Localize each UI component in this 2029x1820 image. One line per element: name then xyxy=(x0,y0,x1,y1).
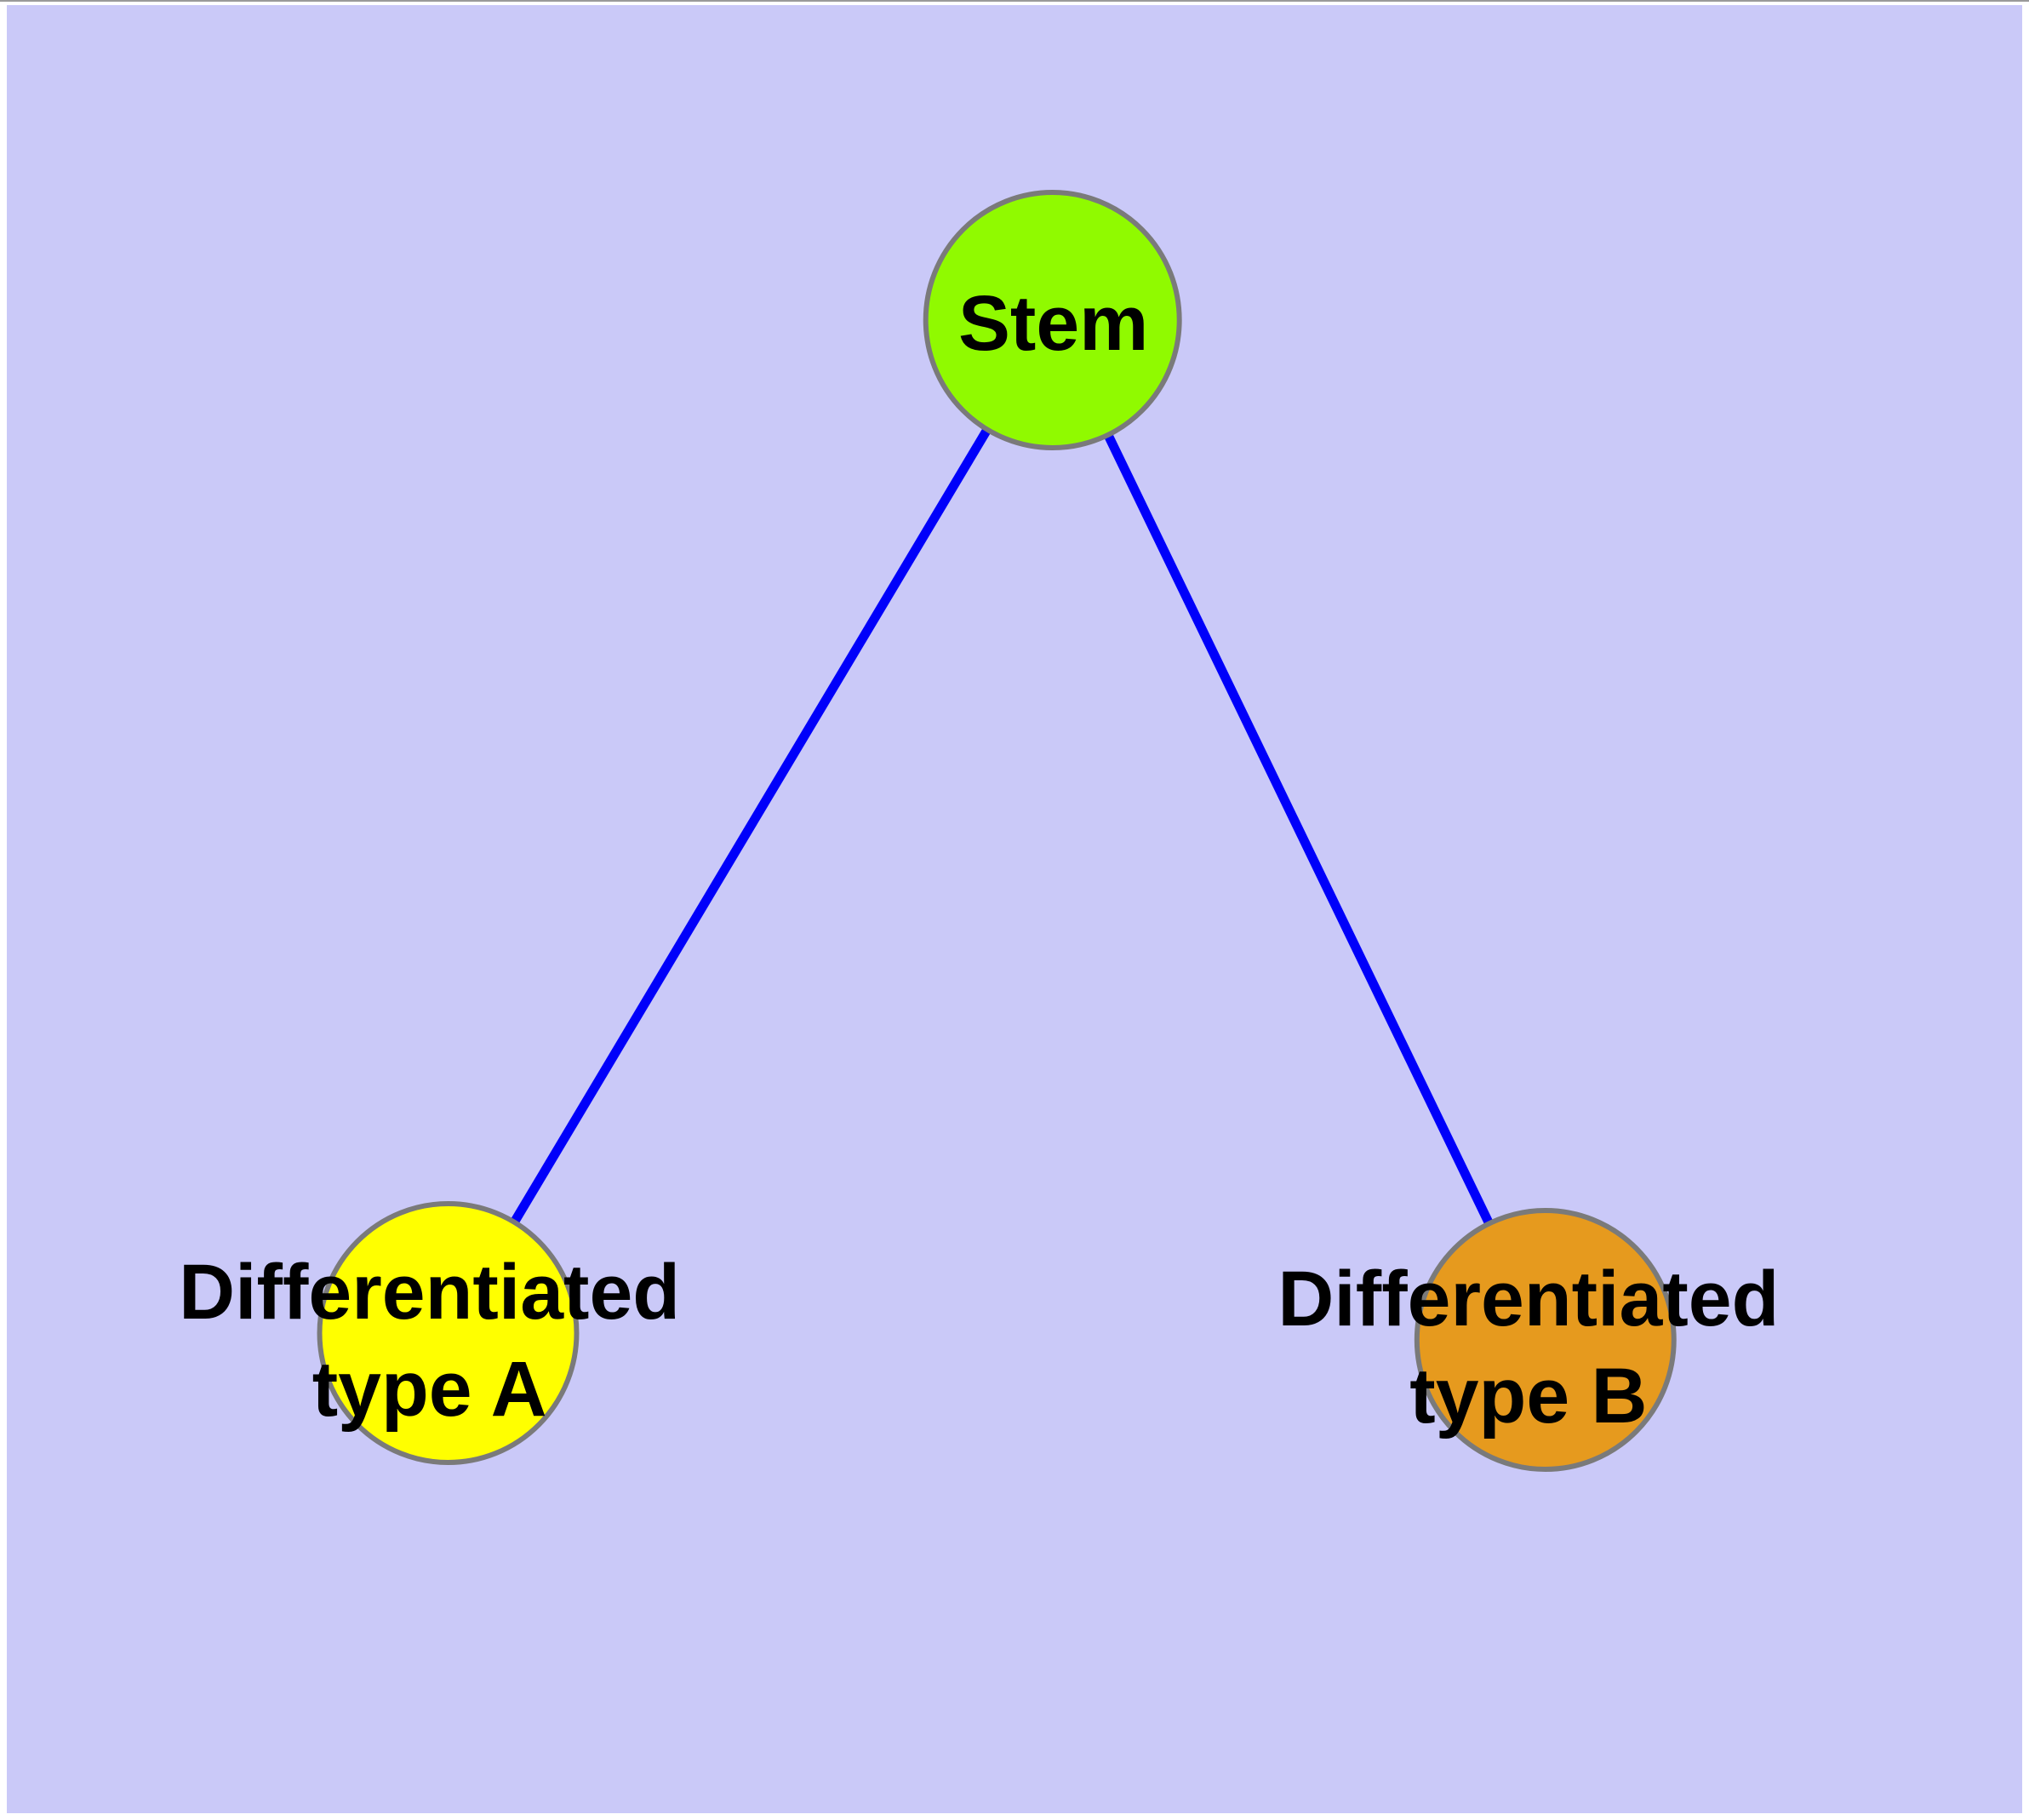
node-differentiated-type-a xyxy=(317,1201,580,1465)
edge-stem-to-differentiated-type-b xyxy=(1048,318,1550,1342)
node-differentiated-type-b xyxy=(1414,1208,1677,1472)
edge-stem-to-differentiated-type-a xyxy=(443,318,1057,1336)
node-label-differentiated-type-a-line-1: Differentiated xyxy=(179,1249,680,1336)
node-label-differentiated-type-a-line-2: type A xyxy=(312,1346,547,1433)
node-label-stem-line-1: Stem xyxy=(958,280,1148,367)
node-label-differentiated-type-b-line-2: type B xyxy=(1409,1353,1647,1439)
node-label-differentiated-type-b-line-1: Differentiated xyxy=(1277,1256,1779,1342)
window-top-edge xyxy=(0,0,2029,2)
node-stem xyxy=(923,190,1182,450)
